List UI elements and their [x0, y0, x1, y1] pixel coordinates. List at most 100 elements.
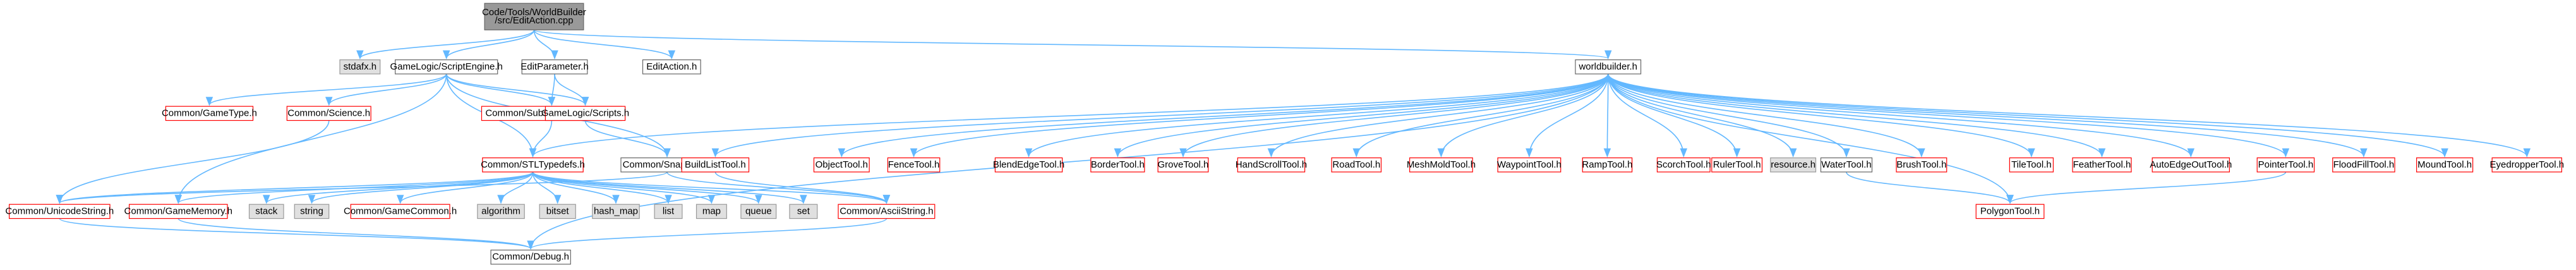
node-box [2332, 157, 2395, 173]
node-eyedroppertool[interactable]: EyedropperTool.h [2490, 157, 2565, 173]
node-worldbuilder[interactable]: worldbuilder.h [1575, 59, 1642, 75]
node-grovetool[interactable]: GroveTool.h [1157, 157, 1209, 173]
node-string[interactable]: string [294, 204, 330, 219]
edge-stltypedefs-to-asciistring [532, 171, 890, 204]
node-label: Common/Science.h [287, 107, 370, 118]
node-hashmap[interactable]: hash_map [592, 204, 640, 219]
edge-scriptengine-to-gamememory [174, 73, 447, 204]
node-resource[interactable]: resource.h [1770, 157, 1817, 173]
node-roadtool[interactable]: RoadTool.h [1331, 157, 1382, 173]
node-map[interactable]: map [695, 204, 727, 219]
node-box [1237, 157, 1306, 173]
node-algorithm[interactable]: algorithm [477, 204, 525, 219]
node-label: PolygonTool.h [1980, 206, 2040, 216]
node-scorchtool[interactable]: ScorchTool.h [1656, 157, 1711, 173]
node-label: RoadTool.h [1332, 159, 1380, 170]
node-handscrolltool[interactable]: HandScrollTool.h [1236, 157, 1307, 173]
node-waypointtool[interactable]: WaypointTool.h [1497, 157, 1562, 173]
node-bitset[interactable]: bitset [539, 204, 576, 219]
node-gametype[interactable]: Common/GameType.h [162, 106, 257, 121]
node-box [2491, 157, 2563, 173]
edge-worldbuilder-to-feathertool [1607, 73, 2106, 158]
node-stdafx[interactable]: stdafx.h [339, 59, 381, 75]
node-floodfilltool[interactable]: FloodFillTool.h [2332, 157, 2395, 173]
edge-stltypedefs-to-hashmap [532, 171, 620, 204]
node-fencetool[interactable]: FenceTool.h [887, 157, 941, 173]
edge-stltypedefs-to-unicodestring [56, 171, 534, 204]
node-box [2009, 157, 2054, 173]
node-root[interactable]: Code/Tools/WorldBuilder/src/EditAction.c… [482, 3, 586, 30]
edge-worldbuilder-to-autoedgeouttool [1607, 73, 2194, 158]
node-label: TileTool.h [2011, 159, 2052, 170]
edge-root-to-stdafx [356, 29, 535, 60]
node-debug[interactable]: Common/Debug.h [490, 249, 571, 265]
edge-worldbuilder-to-objecttool [838, 73, 1609, 158]
edge-subsystem-to-stltypedefs [529, 120, 553, 158]
node-box [350, 204, 450, 219]
node-moundtool[interactable]: MoundTool.h [2416, 157, 2474, 173]
node-scriptengine[interactable]: GameLogic/ScriptEngine.h [390, 59, 503, 75]
edge-worldbuilder-to-watertool [1607, 73, 1850, 158]
node-box [1896, 157, 1947, 173]
node-label: worldbuilder.h [1578, 61, 1637, 72]
node-box [681, 157, 750, 173]
node-unicodestring[interactable]: Common/UnicodeString.h [5, 204, 114, 219]
edge-worldbuilder-to-brushtool [1607, 73, 1925, 158]
node-ramptool[interactable]: RampTool.h [1582, 157, 1632, 173]
node-stltypedefs[interactable]: Common/STLTypedefs.h [481, 157, 585, 173]
node-box [128, 204, 228, 219]
node-editaction[interactable]: EditAction.h [642, 59, 701, 75]
edge-worldbuilder-to-bordertool [1114, 73, 1609, 158]
node-label: RulerTool.h [1713, 159, 1761, 170]
node-label: FenceTool.h [888, 159, 940, 170]
edge-worldbuilder-to-pointertool [1607, 73, 2289, 158]
edge-gamememory-to-debug [178, 218, 534, 250]
node-watertool[interactable]: WaterTool.h [1820, 157, 1873, 173]
node-label: resource.h [1771, 159, 1815, 170]
node-rulertool[interactable]: RulerTool.h [1711, 157, 1763, 173]
node-label: MoundTool.h [2417, 159, 2472, 170]
node-feathertool[interactable]: FeatherTool.h [2072, 157, 2132, 173]
edge-scripts-to-snapshot [584, 120, 671, 158]
node-polygontool[interactable]: PolygonTool.h [1975, 204, 2045, 219]
edge-worldbuilder-to-tiletool [1607, 73, 2035, 158]
node-box [521, 59, 588, 75]
node-box [490, 249, 571, 265]
edge-unicodestring-to-debug [59, 218, 534, 250]
edge-worldbuilder-to-polygontool [1607, 73, 2014, 204]
node-scripts[interactable]: GameLogic/Scripts.h [541, 106, 629, 121]
node-asciistring[interactable]: Common/AsciiString.h [838, 204, 936, 219]
edge-root-to-editparameter [533, 30, 558, 60]
edge-worldbuilder-to-rulertool [1607, 73, 1741, 158]
node-buildlisttool[interactable]: BuildListTool.h [681, 157, 750, 173]
node-pointertool[interactable]: PointerTool.h [2256, 157, 2315, 173]
node-set[interactable]: set [789, 204, 818, 219]
node-box [654, 204, 683, 219]
node-box [838, 204, 936, 219]
node-meshmoldtool[interactable]: MeshMoldTool.h [1407, 157, 1476, 173]
node-stack[interactable]: stack [248, 204, 284, 219]
node-gamememory[interactable]: Common/GameMemory.h [124, 204, 232, 219]
node-science[interactable]: Common/Science.h [286, 106, 371, 121]
node-label: AutoEdgeOutTool.h [2150, 159, 2232, 170]
node-bordertool[interactable]: BorderTool.h [1090, 157, 1145, 173]
node-autoedgeouttool[interactable]: AutoEdgeOutTool.h [2150, 157, 2232, 173]
edge-worldbuilder-to-buildlisttool [711, 73, 1609, 158]
node-gamecommon[interactable]: Common/GameCommon.h [344, 204, 457, 219]
node-box [286, 106, 371, 121]
node-editparameter[interactable]: EditParameter.h [521, 59, 589, 75]
edge-snapshot-to-asciistring [666, 171, 890, 204]
node-box [1575, 59, 1642, 75]
edge-worldbuilder-to-fencetool [910, 73, 1609, 158]
node-label: EditAction.h [646, 61, 697, 72]
node-tiletool[interactable]: TileTool.h [2009, 157, 2054, 173]
node-objecttool[interactable]: ObjectTool.h [813, 157, 870, 173]
node-queue[interactable]: queue [740, 204, 777, 219]
node-label: BrushTool.h [1896, 159, 1946, 170]
node-label: EditParameter.h [521, 61, 589, 72]
node-list[interactable]: list [654, 204, 683, 219]
node-brushtool[interactable]: BrushTool.h [1896, 157, 1947, 173]
node-box [642, 59, 701, 75]
node-blendedgetool[interactable]: BlendEdgeTool.h [993, 157, 1064, 173]
